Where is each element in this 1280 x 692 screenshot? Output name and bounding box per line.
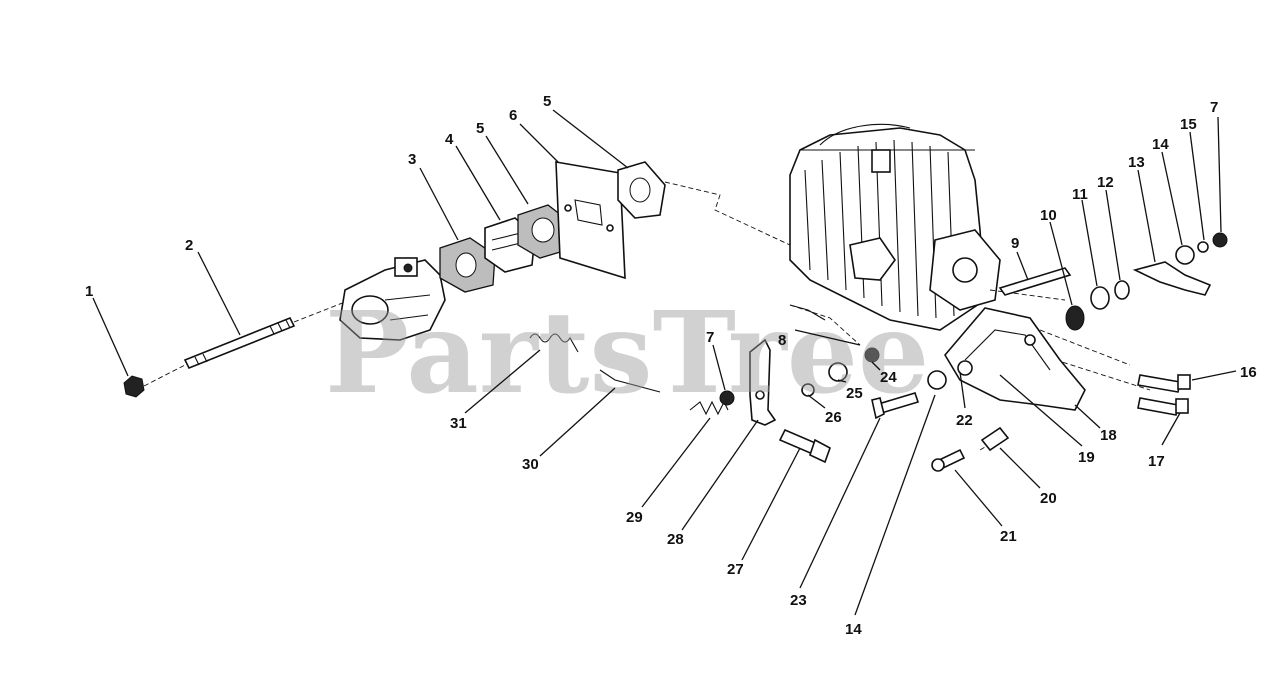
callout-7: 7	[706, 329, 714, 346]
bolt-21	[931, 448, 966, 472]
leader-lines	[92, 109, 1237, 616]
heat-shield-plate	[555, 161, 626, 280]
callout-15: 15	[1180, 116, 1197, 133]
callout-16: 16	[1240, 364, 1257, 381]
carburetor-body	[339, 257, 446, 341]
callout-25: 25	[846, 385, 863, 402]
small-washer	[801, 383, 815, 397]
governor-lever	[749, 338, 777, 426]
callout-7: 7	[1210, 99, 1218, 116]
bracket-washer	[927, 370, 947, 390]
callout-11: 11	[1072, 186, 1088, 203]
choke-shaft	[998, 267, 1072, 296]
callout-29: 29	[626, 509, 643, 526]
callout-5: 5	[543, 93, 551, 110]
callout-27: 27	[727, 561, 744, 578]
stud-nut	[123, 375, 145, 398]
nut-7-top	[1212, 232, 1228, 248]
callout-10: 10	[1040, 207, 1057, 224]
callout-21: 21	[1000, 528, 1017, 545]
callout-2: 2	[185, 237, 193, 254]
callout-13: 13	[1128, 154, 1145, 171]
carburetor-gasket	[439, 237, 496, 293]
governor-spring	[529, 333, 579, 353]
callout-4: 4	[445, 131, 454, 148]
callout-20: 20	[1040, 490, 1057, 507]
callout-22: 22	[956, 412, 973, 429]
callout-5: 5	[476, 120, 484, 137]
choke-link	[789, 304, 826, 321]
callout-19: 19	[1078, 449, 1095, 466]
callout-3: 3	[408, 151, 416, 168]
carburetor-stud	[183, 316, 296, 370]
throttle-link	[599, 369, 661, 393]
bolt-16	[1137, 374, 1191, 393]
engine-cylinder-block	[789, 123, 1001, 331]
callout-14: 14	[1152, 136, 1169, 153]
control-bracket	[944, 307, 1086, 411]
intake-gasket-rear	[617, 161, 666, 219]
choke-lever-13	[1132, 261, 1212, 296]
washer-15	[1197, 241, 1209, 253]
callout-17: 17	[1148, 453, 1165, 470]
clamp-20	[980, 426, 1010, 452]
callout-30: 30	[522, 456, 539, 473]
flat-washer	[828, 362, 848, 382]
callout-26: 26	[825, 409, 842, 426]
callout-23: 23	[790, 592, 807, 609]
callout-31: 31	[450, 415, 467, 432]
callout-6: 6	[509, 107, 517, 124]
spring-10	[1065, 305, 1085, 331]
washer-12	[1114, 280, 1130, 300]
lever-bolt	[778, 428, 831, 464]
callout-1: 1	[85, 283, 93, 300]
callout-12: 12	[1097, 174, 1114, 191]
callout-28: 28	[667, 531, 684, 548]
lever-nut	[719, 390, 735, 406]
watermark: PartsTree	[325, 288, 929, 419]
bracket-bolt-23	[871, 392, 920, 420]
callout-labels: 1 2 3 4 5 6 5 7 15 14 13 12 11 10 9 8 7 …	[85, 93, 1257, 638]
callout-8: 8	[778, 332, 786, 349]
intake-gasket-front	[517, 204, 571, 259]
callout-18: 18	[1100, 427, 1117, 444]
callout-14: 14	[845, 621, 862, 638]
bushing-11	[1090, 286, 1110, 310]
washer-14-top	[1175, 245, 1195, 265]
bolt-17	[1137, 397, 1189, 416]
callout-9: 9	[1011, 235, 1019, 252]
callout-24: 24	[880, 369, 897, 386]
